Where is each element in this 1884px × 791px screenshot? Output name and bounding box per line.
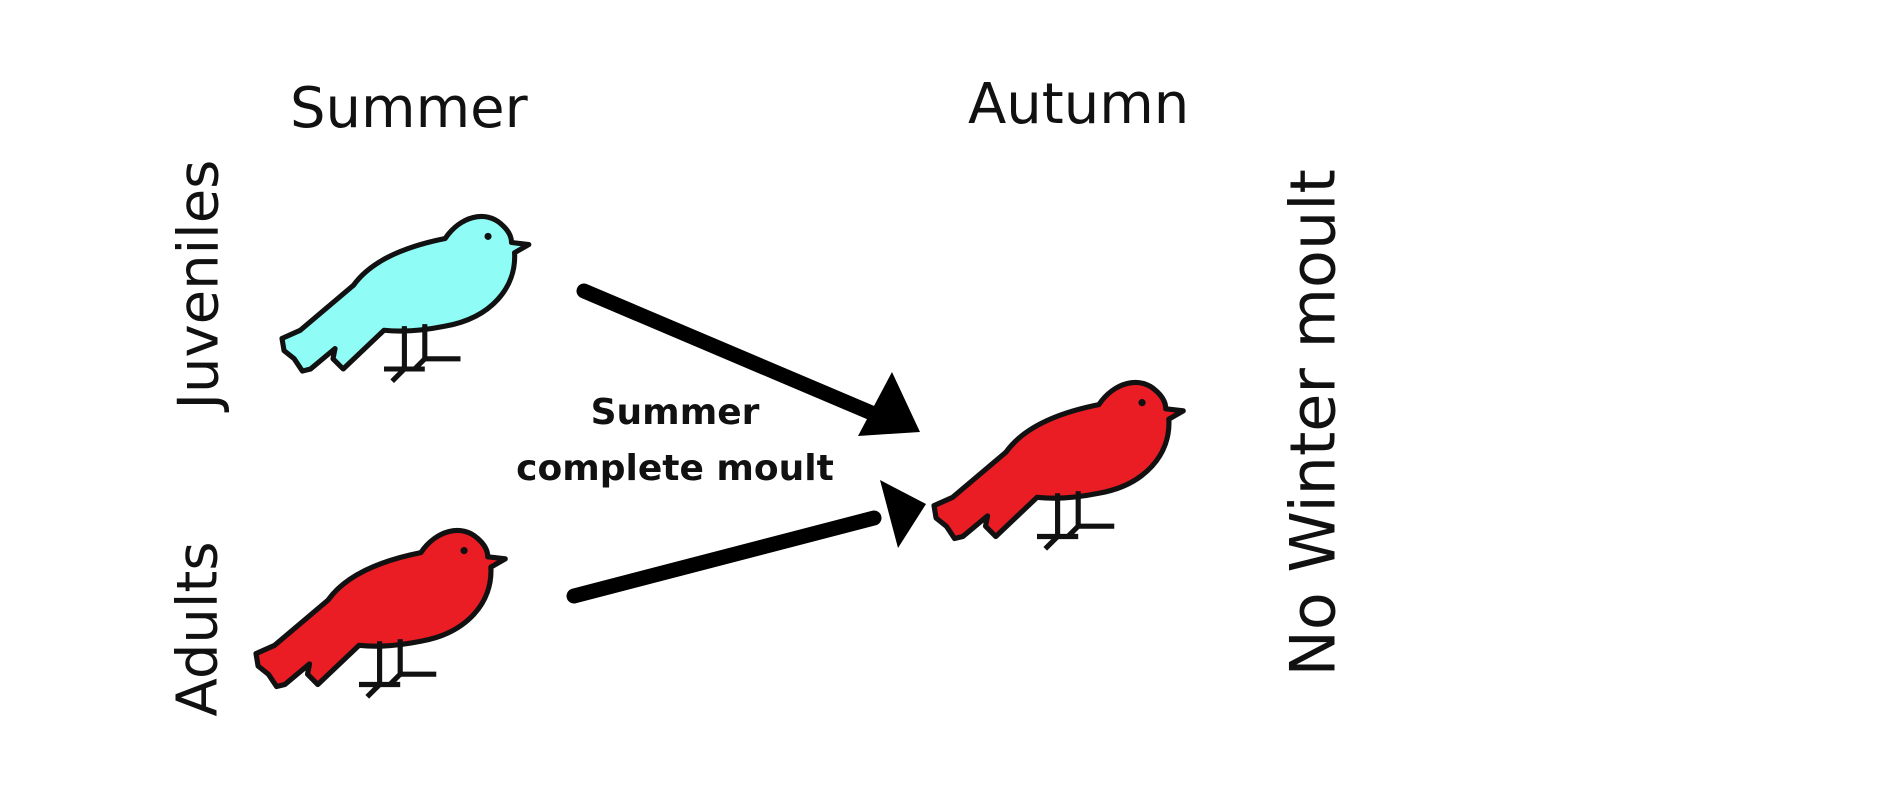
autumn-bird-icon	[934, 382, 1183, 548]
autumn-column-title: Autumn	[968, 72, 1190, 137]
moult-process-line-2: complete moult	[516, 448, 834, 489]
summer-column-title: Summer	[290, 76, 528, 141]
juvenile-bird-icon	[282, 216, 529, 381]
adult-to-autumn-arrow	[566, 480, 926, 604]
juvenile-to-autumn-arrow	[576, 283, 920, 436]
moult-process-label: Summer complete moult	[515, 385, 835, 497]
moult-process-line-1: Summer	[590, 392, 760, 433]
adult-bird-icon	[256, 530, 505, 696]
